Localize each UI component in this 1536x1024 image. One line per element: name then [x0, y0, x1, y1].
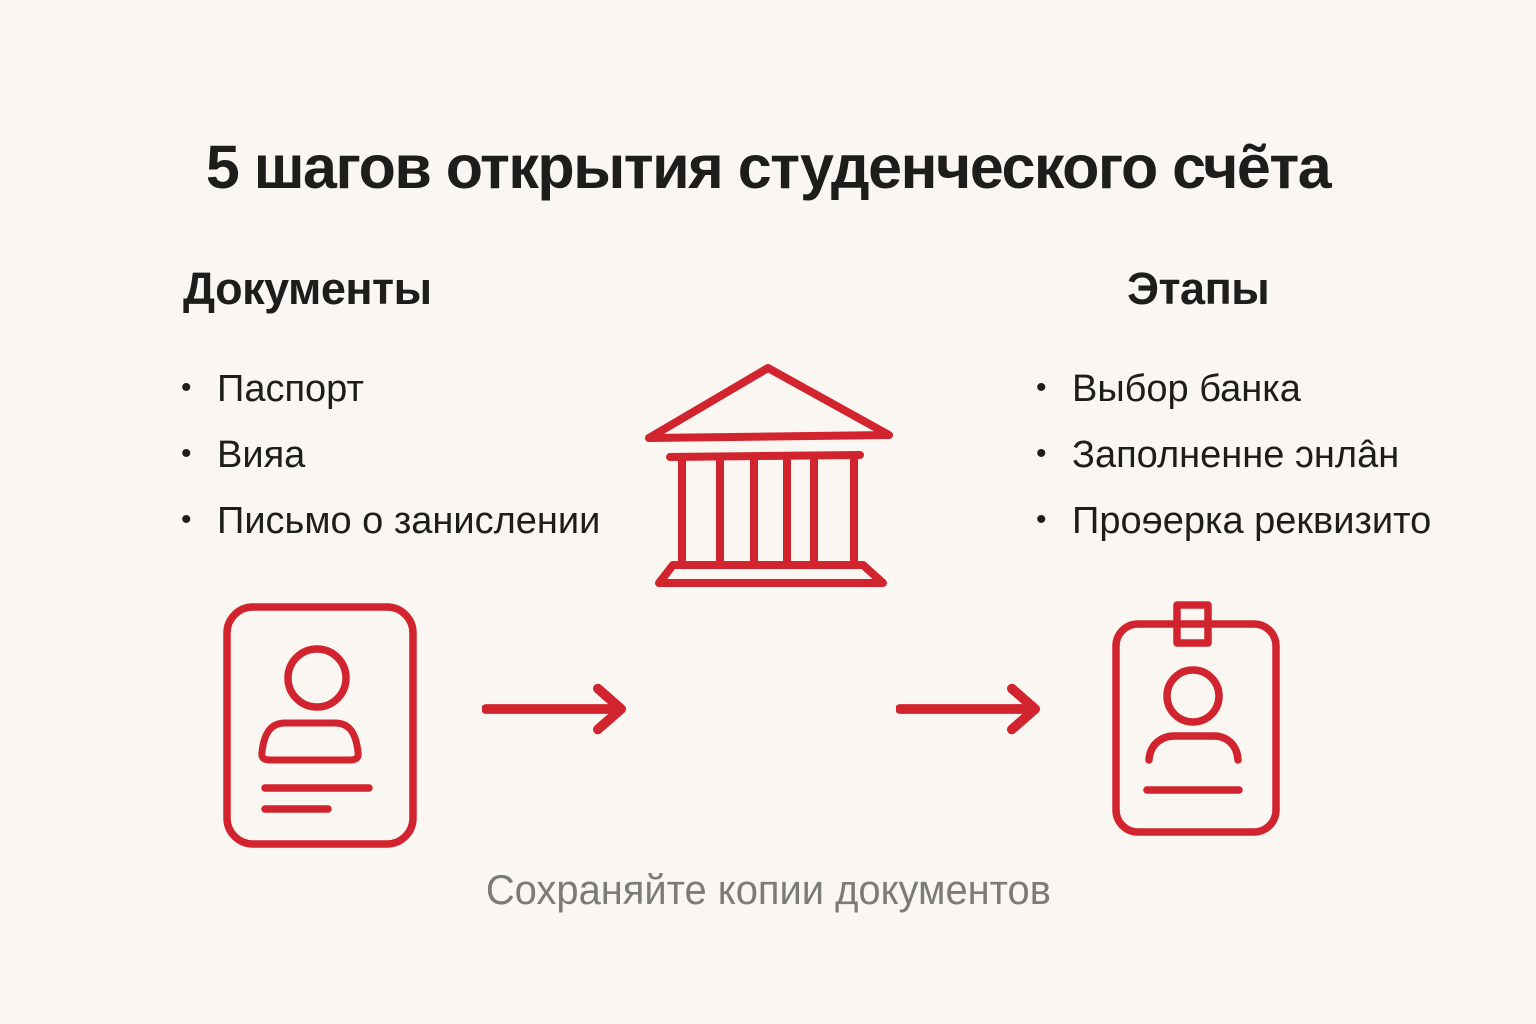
stages-heading: Этапы	[1127, 263, 1270, 314]
right-arrow-icon	[482, 683, 628, 735]
stages-list: • Выбор банка • Заполненне ɔнлâн • Проɘе…	[1036, 356, 1431, 554]
documents-heading: Документы	[183, 263, 432, 314]
bank-building-icon	[645, 362, 893, 590]
footer-note-text: Сохраняйте копии документов	[485, 866, 1051, 913]
list-item: • Вияа	[181, 422, 600, 488]
list-item-label: Вияа	[217, 434, 306, 476]
bullet-dot-icon: •	[1036, 437, 1047, 470]
list-item: • Выбор банка	[1036, 356, 1431, 422]
bullet-dot-icon: •	[181, 371, 192, 404]
passport-document-icon	[222, 602, 418, 849]
bullet-dot-icon: •	[1036, 371, 1047, 404]
bullet-dot-icon: •	[181, 503, 192, 536]
footer-note: Сохраняйте копии документов	[0, 866, 1536, 914]
list-item-label: Заполненне ɔнлâн	[1072, 434, 1400, 476]
list-item: • Проɘерка реквизито	[1036, 488, 1431, 554]
documents-list: • Паспорт • Вияа • Письмо о занислении	[181, 356, 600, 554]
id-badge-icon	[1112, 600, 1280, 836]
list-item-label: Выбор банка	[1072, 368, 1301, 410]
bullet-dot-icon: •	[1036, 503, 1047, 536]
bullet-dot-icon: •	[181, 437, 192, 470]
right-arrow-icon	[896, 683, 1042, 735]
list-item: • Паспорт	[181, 356, 600, 422]
page-title: 5 шагов открытия студенческого счẽта	[205, 132, 1332, 201]
list-item-label: Письмо о занислении	[217, 500, 601, 542]
list-item: • Письмо о занислении	[181, 488, 600, 554]
list-item-label: Проɘерка реквизито	[1072, 500, 1432, 542]
list-item-label: Паспорт	[217, 368, 364, 410]
list-item: • Заполненне ɔнлâн	[1036, 422, 1431, 488]
